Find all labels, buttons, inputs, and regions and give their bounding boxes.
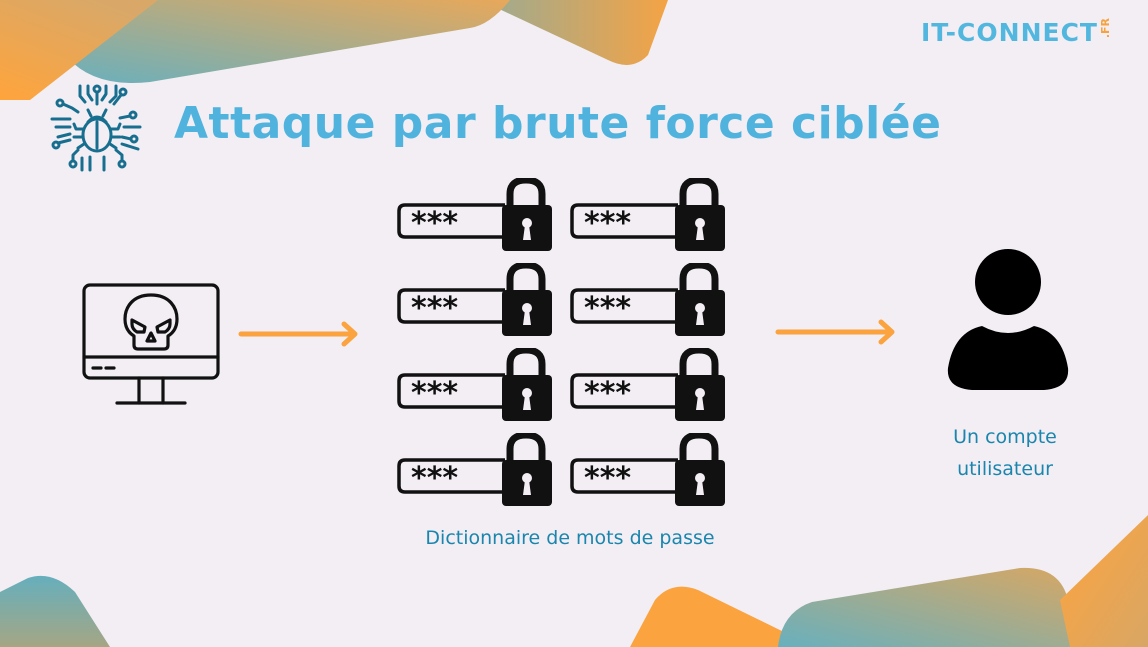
svg-text:***: *** (584, 291, 631, 326)
password-dictionary: *** *** *** *** (397, 176, 743, 506)
arrow-right-icon (238, 321, 358, 347)
svg-text:***: *** (411, 461, 458, 496)
svg-text:***: *** (584, 461, 631, 496)
password-lock-icon: *** (397, 176, 552, 251)
it-connect-logo: IT-CONNECT .FR (921, 18, 1112, 52)
password-lock-icon: *** (570, 346, 725, 421)
bug-circuit-icon (50, 84, 142, 172)
password-item: *** (570, 431, 730, 506)
password-item: *** (397, 431, 557, 506)
svg-text:***: *** (584, 206, 631, 241)
arrow-right-icon (775, 319, 895, 345)
target-caption-line2: utilisateur (957, 458, 1053, 480)
page-title: Attaque par brute force ciblée (174, 98, 942, 149)
logo-text: IT-CONNECT (921, 18, 1098, 47)
password-lock-icon: *** (397, 261, 552, 336)
password-lock-icon: *** (570, 261, 725, 336)
password-item: *** (570, 176, 730, 251)
dictionary-caption: Dictionnaire de mots de passe (425, 527, 715, 549)
password-item: *** (397, 176, 557, 251)
computer-skull-icon (82, 283, 220, 405)
svg-text:***: *** (411, 206, 458, 241)
logo-tld: .FR (1098, 18, 1112, 39)
svg-text:***: *** (411, 291, 458, 326)
password-lock-icon: *** (397, 431, 552, 506)
password-item: *** (397, 346, 557, 421)
password-lock-icon: *** (397, 346, 552, 421)
password-lock-icon: *** (570, 176, 725, 251)
user-icon (947, 249, 1069, 390)
password-lock-icon: *** (570, 431, 725, 506)
password-item: *** (397, 261, 557, 336)
target-caption: Un compte utilisateur (920, 421, 1090, 485)
password-item: *** (570, 346, 730, 421)
svg-text:***: *** (584, 376, 631, 411)
password-item: *** (570, 261, 730, 336)
target-caption-line1: Un compte (953, 426, 1057, 448)
svg-text:***: *** (411, 376, 458, 411)
